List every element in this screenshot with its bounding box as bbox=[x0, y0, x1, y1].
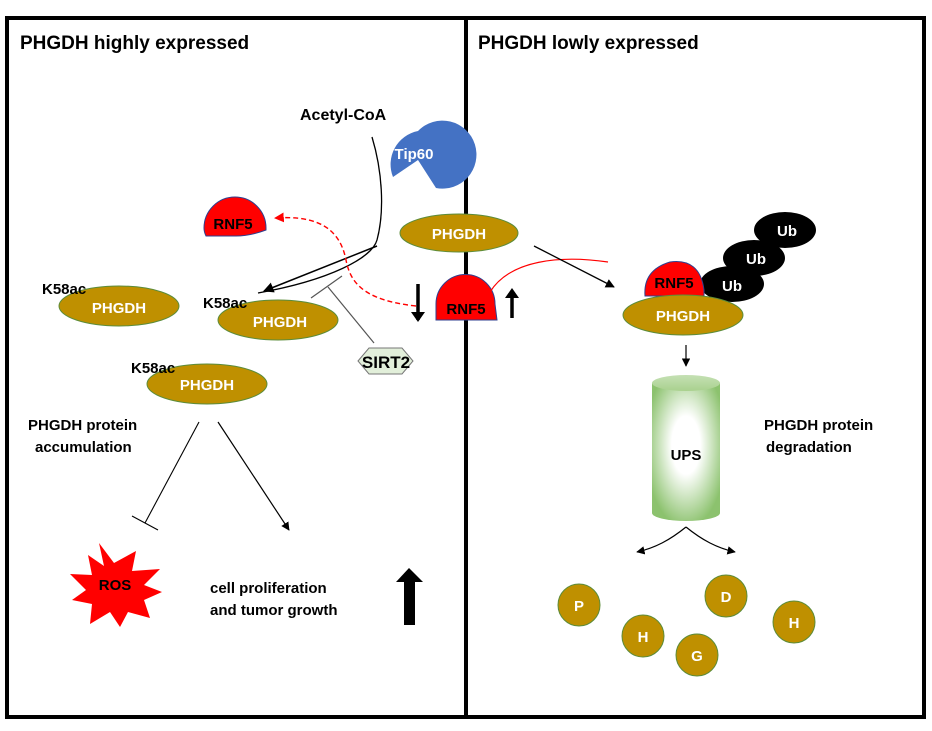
phgdh-center-shape bbox=[399, 213, 519, 253]
rnf5-center-label: RNF5 bbox=[446, 301, 485, 318]
increase-arrow-shaft bbox=[404, 579, 415, 625]
rnf5-released-label: RNF5 bbox=[213, 216, 252, 233]
fragment-arrow-right bbox=[685, 526, 736, 555]
acetyl-coa-label: Acetyl-CoA bbox=[300, 107, 387, 124]
complex-rnf5-shape bbox=[644, 261, 705, 297]
fragment-label-d: D bbox=[721, 589, 732, 606]
proliferation-label-line1: cell proliferation bbox=[210, 580, 327, 597]
ubiquitin-label-1: Ub bbox=[722, 278, 742, 295]
ups-cylinder-top bbox=[652, 375, 720, 391]
left-panel-title: PHGDH highly expressed bbox=[20, 33, 249, 54]
fragment-circle-h1 bbox=[621, 614, 665, 658]
tip60-shape bbox=[390, 120, 477, 189]
acetylation-arrow bbox=[263, 245, 378, 293]
ubiquitination-arrow bbox=[533, 245, 615, 288]
ubiquitin-label-3: Ub bbox=[777, 223, 797, 240]
ros-inhibition-bar bbox=[131, 515, 159, 531]
rnf5-down-arrow-icon bbox=[411, 312, 425, 322]
k58ac-mark-2: K58ac bbox=[203, 295, 247, 312]
k58ac-phgdh-shape-3 bbox=[146, 363, 268, 405]
degradation-label-line1: PHGDH protein bbox=[764, 417, 873, 434]
k58ac-mark-3: K58ac bbox=[131, 360, 175, 377]
k58ac-mark-1: K58ac bbox=[42, 281, 86, 298]
ubiquitin-shape-1 bbox=[700, 266, 764, 302]
k58ac-phgdh-shape-2 bbox=[217, 299, 339, 341]
sirt2-label: SIRT2 bbox=[362, 353, 410, 372]
complex-phgdh-shape bbox=[622, 294, 744, 336]
fragment-label-p: P bbox=[574, 598, 584, 615]
acetylation-curve bbox=[257, 136, 383, 294]
fragment-label-h1: H bbox=[638, 629, 649, 646]
ubiquitin-label-2: Ub bbox=[746, 251, 766, 268]
sirt2-inhibition-line bbox=[327, 286, 375, 344]
increase-arrow-icon bbox=[396, 568, 423, 582]
fragment-label-g: G bbox=[691, 648, 703, 665]
ros-inhibition-line bbox=[144, 421, 200, 524]
ros-label: ROS bbox=[99, 577, 132, 594]
sirt2-inhibition-bar bbox=[310, 275, 343, 299]
phgdh-label-3: PHGDH bbox=[180, 377, 234, 394]
proliferation-label-line2: and tumor growth bbox=[210, 602, 338, 619]
rnf5-binding-red-curve bbox=[489, 258, 609, 293]
ups-label: UPS bbox=[671, 447, 702, 464]
fragment-circle-g bbox=[675, 633, 719, 677]
rnf5-up-arrow-icon bbox=[505, 288, 519, 298]
rnf5-center-shape bbox=[435, 274, 498, 321]
k58ac-phgdh-shape-1 bbox=[58, 285, 180, 327]
fragment-label-h2: H bbox=[789, 615, 800, 632]
ros-starburst-icon bbox=[70, 543, 162, 627]
accumulation-label-line1: PHGDH protein bbox=[28, 417, 137, 434]
ubiquitin-shape-3 bbox=[754, 212, 816, 248]
fragment-circle-p bbox=[557, 583, 601, 627]
phgdh-center-label: PHGDH bbox=[432, 226, 486, 243]
fragment-arrow-left bbox=[636, 526, 687, 555]
proliferation-arrow bbox=[217, 421, 290, 531]
rnf5-release-dashed-arrow bbox=[274, 212, 417, 307]
degradation-label-line2: degradation bbox=[766, 439, 852, 456]
right-panel bbox=[464, 16, 926, 719]
complex-rnf5-label: RNF5 bbox=[654, 275, 693, 292]
fragment-circle-h2 bbox=[772, 600, 816, 644]
phgdh-label-1: PHGDH bbox=[92, 300, 146, 317]
fragment-circle-d bbox=[704, 574, 748, 618]
right-panel-title: PHGDH lowly expressed bbox=[478, 33, 699, 54]
ups-cylinder-body bbox=[652, 383, 720, 521]
phgdh-label-2: PHGDH bbox=[253, 314, 307, 331]
complex-phgdh-label: PHGDH bbox=[656, 308, 710, 325]
rnf5-released-shape bbox=[203, 196, 267, 237]
accumulation-label-line2: accumulation bbox=[35, 439, 132, 456]
tip60-label: Tip60 bbox=[395, 146, 434, 163]
sirt2-shape bbox=[357, 347, 414, 375]
